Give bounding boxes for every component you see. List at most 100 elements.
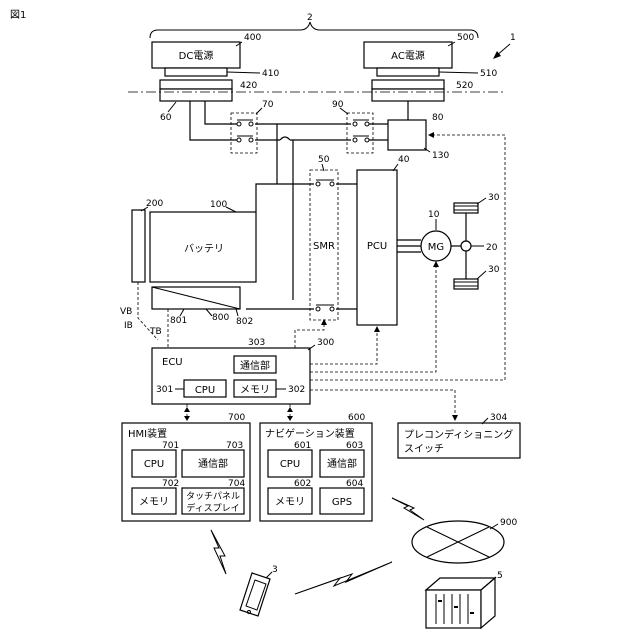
ref-5: 5 (497, 571, 503, 581)
precond-switch-label-line1: プレコンディショニング (404, 428, 513, 441)
wireless-signal-nav-network (392, 498, 424, 520)
ref-801: 801 (170, 316, 187, 326)
ref-900: 900 (500, 518, 517, 528)
nav-memory-label: メモリ (275, 497, 305, 508)
charger-arrowhead (428, 132, 434, 138)
relay-90-frame (347, 113, 373, 153)
ref-100-leader (226, 207, 236, 212)
ref-301: 301 (156, 385, 173, 395)
wireless-signal-phone-server (295, 562, 392, 594)
hmi-display-label-line2: ディスプレイ (186, 502, 239, 514)
hmi-memory-label: メモリ (139, 497, 169, 508)
wheel-lower (454, 279, 478, 289)
ac-inlet-top (372, 80, 444, 89)
smr-label: SMR (313, 241, 335, 252)
differential-gear (461, 241, 471, 251)
signal-vb: VB (120, 307, 132, 317)
ref-800: 800 (212, 313, 229, 323)
ref-304: 304 (490, 413, 507, 423)
ecu-nav-arrow-down (287, 416, 293, 421)
ecu-memory-label: メモリ (240, 385, 270, 396)
ref-40: 40 (398, 155, 410, 165)
pcu-label: PCU (367, 241, 387, 252)
ref-90: 90 (332, 100, 344, 110)
dc-inlet-bottom (160, 89, 232, 101)
nav-gps-label: GPS (332, 497, 352, 508)
hmi-display-label-line1: タッチパネル (186, 491, 240, 502)
signal-ib: IB (124, 321, 133, 331)
ref-60-leader (168, 102, 176, 112)
ref-50: 50 (318, 155, 330, 165)
relay-70-frame (231, 113, 257, 153)
ref-702: 702 (162, 479, 179, 489)
ref-30-lower-leader (477, 271, 486, 279)
ref-60: 60 (160, 113, 172, 123)
server-icon (426, 578, 495, 628)
ref-701: 701 (162, 441, 179, 451)
ref-2: 2 (307, 13, 313, 23)
ref-602: 602 (294, 479, 311, 489)
precond-switch-label-line2: スイッチ (404, 443, 444, 455)
ecu-to-precond-line (310, 390, 455, 418)
ref-500: 500 (457, 33, 474, 43)
ref-510-leader (439, 72, 478, 73)
relay-70-contacts (237, 120, 253, 142)
ref-20: 20 (486, 243, 498, 253)
dc-inlet-top (160, 80, 232, 89)
ref-30-upper: 30 (488, 193, 500, 203)
ac-source-label: AC電源 (391, 49, 425, 62)
mg-label: MG (428, 242, 444, 253)
dc-inlet-wire-top (205, 101, 237, 124)
ref-200: 200 (146, 199, 163, 209)
dc-inlet-wire-bottom (190, 101, 237, 140)
ref-510: 510 (480, 69, 497, 79)
nav-title: ナビゲーション装置 (265, 427, 355, 440)
battery-label: バッテリ (184, 243, 224, 255)
hmi-comm-label: 通信部 (198, 457, 228, 470)
precond-arrowhead (452, 415, 458, 421)
hmi-cpu-label: CPU (144, 459, 164, 470)
dc-connector (165, 68, 227, 76)
ref-100: 100 (210, 200, 227, 210)
ref-410: 410 (262, 69, 279, 79)
ref-420: 420 (240, 81, 257, 91)
ref-801-leader (180, 309, 184, 316)
ac-inlet-bottom (372, 89, 444, 101)
ref-3: 3 (272, 565, 278, 575)
ref-704: 704 (228, 479, 245, 489)
ecu-cpu-label: CPU (195, 385, 215, 396)
nav-comm-label: 通信部 (327, 457, 357, 470)
ref-400: 400 (244, 33, 261, 43)
pcu-arrowhead (374, 326, 380, 332)
ref-3-leader (266, 572, 272, 578)
relay-90-contacts (353, 120, 369, 142)
ref-70-leader (256, 108, 262, 114)
pcu-mg-wires (397, 240, 421, 252)
ac-connector (377, 68, 439, 76)
ecu-label: ECU (162, 357, 183, 368)
ref-300: 300 (317, 338, 334, 348)
battery-positive-wire (256, 184, 314, 212)
charger-box (388, 120, 426, 150)
ref-410-leader (227, 72, 260, 73)
ref-80: 80 (432, 113, 444, 123)
hmi-title: HMI装置 (128, 427, 167, 440)
wheel-upper (454, 203, 478, 213)
ecu-comm-label: 通信部 (240, 359, 270, 372)
sensor-200-box (132, 210, 145, 282)
ref-302: 302 (288, 385, 305, 395)
ecu-nav-arrow-up (287, 407, 293, 412)
dc-source-label: DC電源 (179, 49, 214, 62)
smr-arrowhead (321, 319, 327, 325)
external-power-brace (150, 22, 478, 38)
ref-802-leader (236, 309, 238, 316)
ref-802: 802 (236, 317, 253, 327)
ecu-to-charger-line (310, 135, 505, 380)
wireless-signal-hmi-phone (211, 530, 226, 574)
ref-70: 70 (262, 100, 274, 110)
ref-303: 303 (248, 338, 265, 348)
nav-cpu-label: CPU (280, 459, 300, 470)
ref-10: 10 (428, 210, 440, 220)
ref-703: 703 (226, 441, 243, 451)
